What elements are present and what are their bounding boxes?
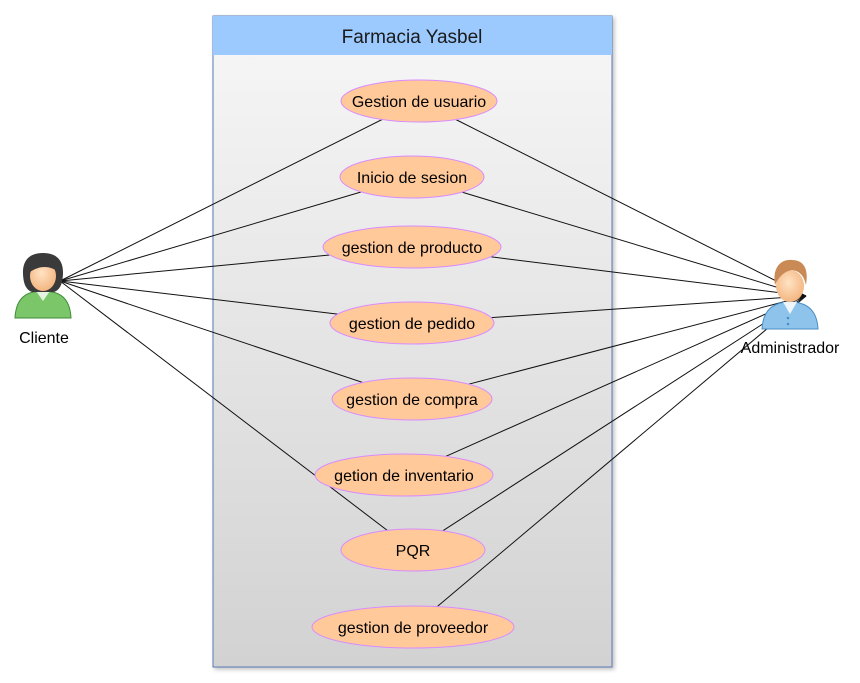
use-case-label: gestion de proveedor [338,620,489,637]
system-title: Farmacia Yasbel [342,27,483,48]
actor-administrador[interactable]: Administrador [741,259,840,357]
association-cliente-pqr [59,280,388,531]
association-administrador-gestion-pedido [491,295,807,319]
use-case-gestion-pedido[interactable]: gestion de pedido [329,301,495,345]
association-administrador-gestion-compra [468,295,807,385]
use-case-label: Inicio de sesion [357,170,467,187]
use-case-pqr[interactable]: PQR [340,528,486,572]
use-case-label: gestion de producto [342,240,483,257]
use-case-label: PQR [396,543,431,560]
association-cliente-gestion-pedido [59,280,338,315]
use-case-label: gestion de pedido [349,316,475,333]
use-case-inicio-sesion[interactable]: Inicio de sesion [339,155,485,199]
actor-label-cliente: Cliente [19,330,69,347]
association-lines [59,119,807,607]
use-case-gestion-producto[interactable]: gestion de producto [322,225,502,269]
association-administrador-inicio-sesion [461,191,807,297]
use-case-ellipse [340,528,486,572]
use-case-gestion-proveedor[interactable]: gestion de proveedor [311,605,515,649]
use-case-ellipse [339,155,485,199]
use-case-ellipse [331,377,493,421]
association-cliente-gestion-compra [59,280,363,383]
use-case-label: gestion de compra [346,392,478,409]
use-case-ellipse [340,79,498,123]
association-cliente-gestion-producto [59,254,330,282]
use-case-ellipse [322,225,502,269]
system-header [213,16,612,55]
use-case-gestion-compra[interactable]: gestion de compra [331,377,493,421]
association-administrador-pqr [442,295,807,532]
use-case-ellipse [329,301,495,345]
female-user-icon [14,253,72,319]
use-case-ellipse [314,453,494,497]
association-administrador-gestion-proveedor [436,295,807,607]
association-administrador-gestion-inventario [445,295,807,457]
actor-cliente[interactable]: Cliente [14,253,72,347]
use-case-label: Gestion de usuario [352,94,486,111]
use-case-gestion-usuario[interactable]: Gestion de usuario [340,79,498,123]
association-cliente-gestion-usuario [59,119,383,282]
use-case-ellipse [311,605,515,649]
male-user-icon [761,259,819,330]
association-cliente-inicio-sesion [59,191,362,282]
association-administrador-gestion-producto [490,256,807,297]
association-administrador-gestion-usuario [455,119,807,297]
use-case-label: getion de inventario [334,468,474,485]
actor-label-administrador: Administrador [741,340,840,357]
use-case-gestion-inventario[interactable]: getion de inventario [314,453,494,497]
